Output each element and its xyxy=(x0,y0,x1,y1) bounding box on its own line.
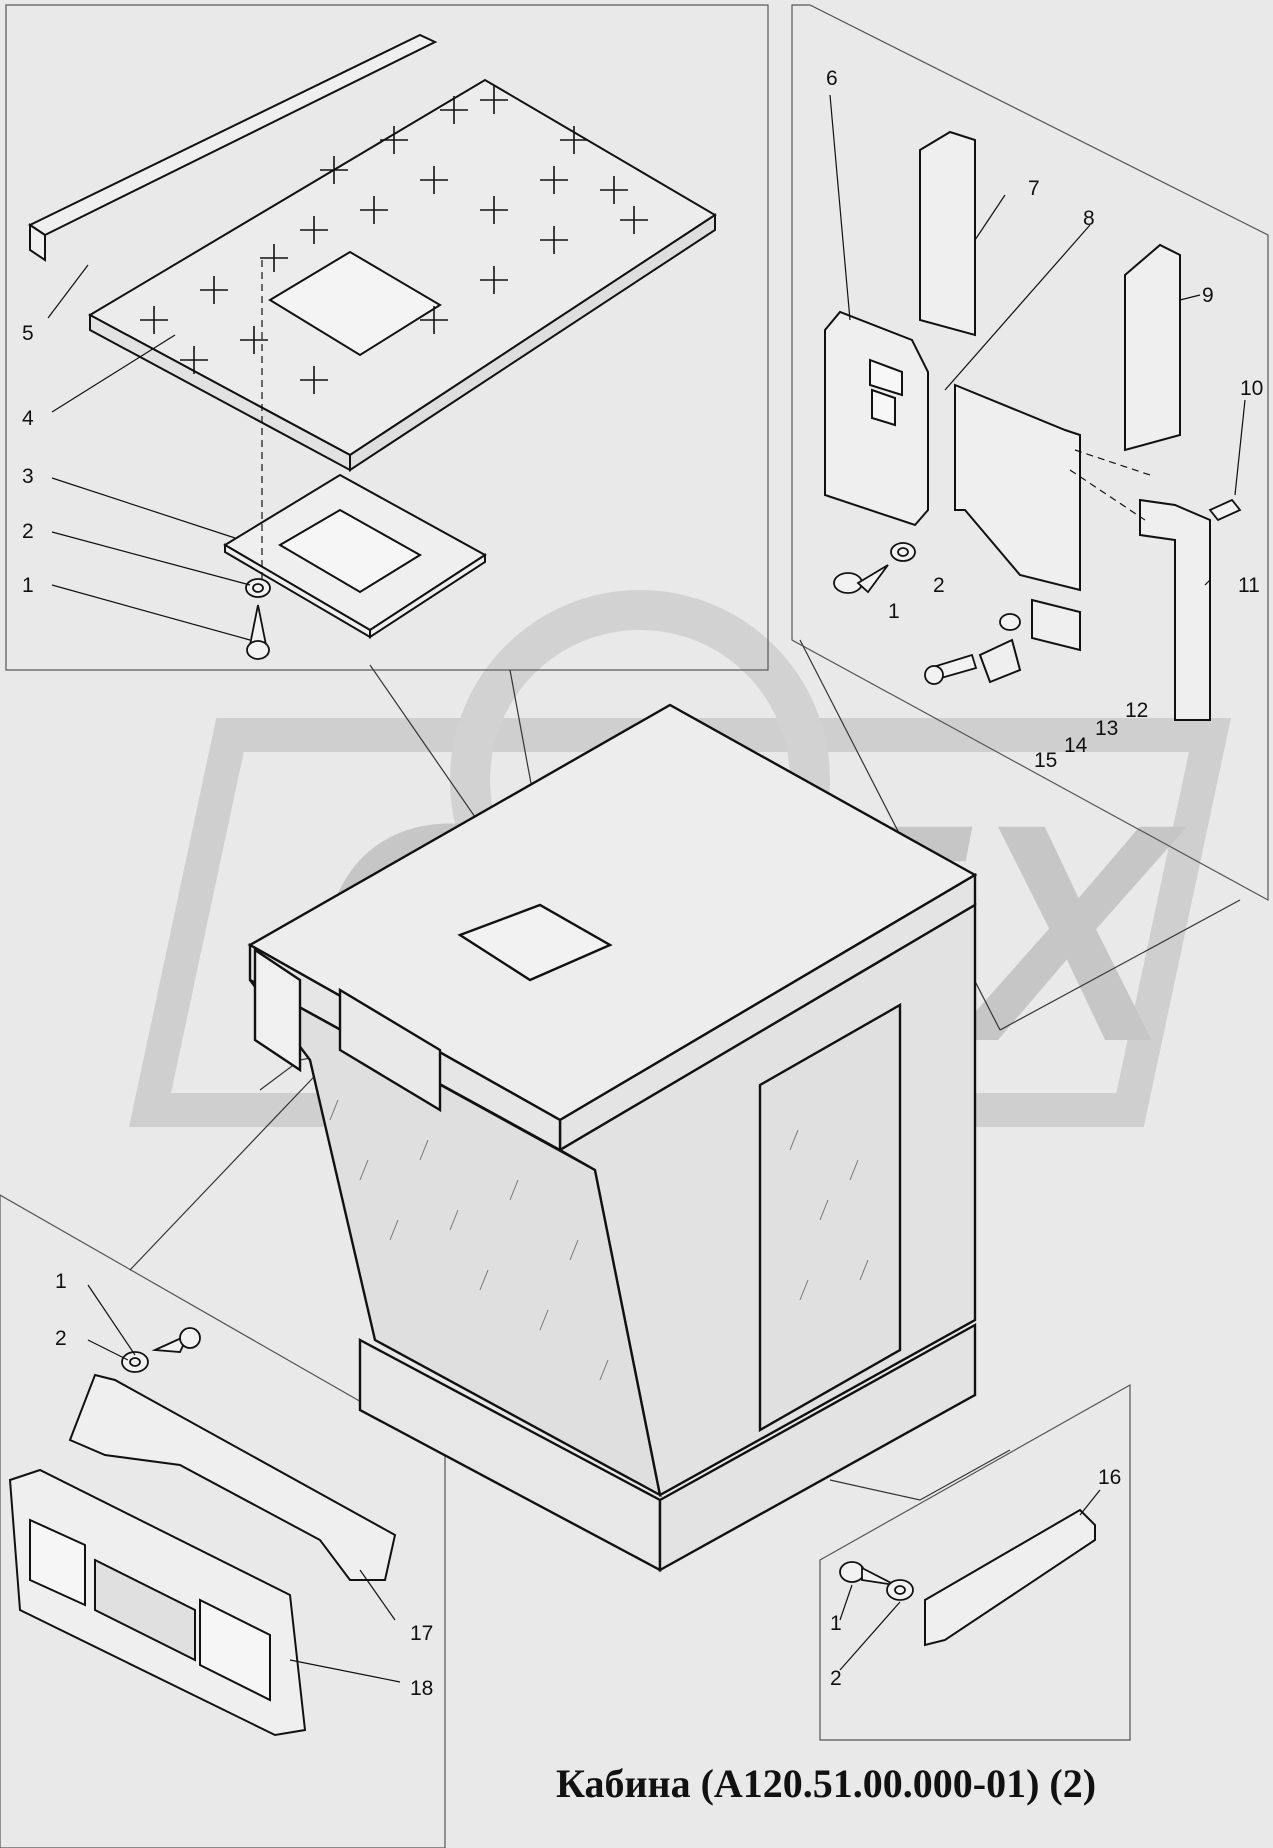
pillar-part-7 xyxy=(919,130,976,337)
front-grille-detail-panel xyxy=(0,1194,446,1848)
callout-2d: 2 xyxy=(830,1667,842,1690)
front-grille-parts xyxy=(8,1373,397,1737)
edge-strip-part-5 xyxy=(27,33,438,262)
callout-15: 15 xyxy=(1034,749,1057,772)
visor-part-17 xyxy=(68,1373,397,1581)
sill-detail-panel xyxy=(819,1383,1131,1741)
callout-7: 7 xyxy=(1028,177,1040,200)
rear-wall-parts xyxy=(824,130,1211,721)
plate-part-8 xyxy=(954,383,1081,592)
callout-12: 12 xyxy=(1125,699,1148,722)
callout-2c: 2 xyxy=(55,1327,67,1350)
callout-1c: 1 xyxy=(55,1270,67,1293)
plate-part-12 xyxy=(1031,598,1081,652)
callout-11: 11 xyxy=(1238,574,1260,597)
sill-fasteners xyxy=(839,1561,914,1601)
callout-1d: 1 xyxy=(830,1612,842,1635)
door-window xyxy=(758,1002,902,1433)
callout-18: 18 xyxy=(410,1677,433,1700)
callout-6: 6 xyxy=(826,67,838,90)
panel-frames xyxy=(0,4,1269,1848)
callout-8: 8 xyxy=(1083,207,1095,230)
callout-1b: 1 xyxy=(888,600,900,623)
rear-wall-fasteners xyxy=(833,449,1242,685)
callout-1: 1 xyxy=(22,574,34,597)
roof-hatch xyxy=(457,903,613,982)
callout-labels: 5 4 3 2 1 6 7 8 9 10 11 1 2 12 13 14 15 … xyxy=(22,67,1263,1700)
callout-3: 3 xyxy=(22,465,34,488)
callout-10: 10 xyxy=(1240,377,1263,400)
callout-4: 4 xyxy=(22,407,34,430)
callout-16: 16 xyxy=(1098,1466,1121,1489)
bracket-part-11 xyxy=(1139,498,1211,721)
fasteners-roof xyxy=(245,260,271,660)
roof-plate-part-4 xyxy=(87,78,717,472)
callout-13: 13 xyxy=(1095,717,1118,740)
callout-2b: 2 xyxy=(933,574,945,597)
rear-wall-detail-panel xyxy=(791,4,1269,902)
pillar-part-9 xyxy=(1124,243,1181,452)
callout-5: 5 xyxy=(22,322,34,345)
grille-fasteners xyxy=(121,1327,201,1373)
front-grille xyxy=(253,947,302,1073)
roof-plate-crosses xyxy=(140,86,648,394)
callout-17: 17 xyxy=(410,1622,433,1645)
callout-leaders xyxy=(47,94,1246,1683)
sill-part-16 xyxy=(924,1508,1096,1647)
hatch-frame-part-3 xyxy=(223,473,487,639)
washer-part-14 xyxy=(978,638,1022,684)
drawing-title: Кабина (А120.51.00.000-01) (2) xyxy=(556,1761,1097,1806)
cab-glass-hatching xyxy=(329,1099,869,1381)
cab-assembly xyxy=(247,703,978,1573)
callout-9: 9 xyxy=(1202,284,1214,307)
callout-2: 2 xyxy=(22,520,34,543)
callout-14: 14 xyxy=(1064,734,1088,757)
sill-parts xyxy=(924,1508,1096,1647)
roof-detail-panel xyxy=(5,4,769,671)
